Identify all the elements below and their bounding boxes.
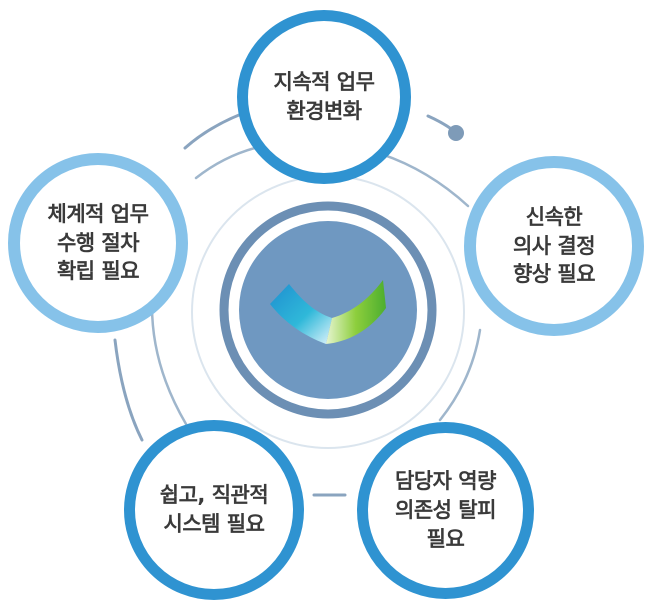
node-left-label: 체계적 업무 수행 절차 확립 필요 bbox=[48, 200, 149, 287]
node-bottom-left-line-2: 시스템 필요 bbox=[163, 512, 265, 536]
node-top-line-1: 지속적 업무 bbox=[273, 70, 375, 95]
node-bottom-right-line-2: 의존성 탈피 bbox=[395, 498, 496, 523]
node-right-line-3: 향상 필요 bbox=[512, 262, 596, 287]
node-right-label: 신속한 의사 결정 향상 필요 bbox=[512, 203, 596, 290]
middle-arc-left bbox=[150, 304, 188, 426]
ring-dot bbox=[448, 125, 464, 141]
node-right: 신속한 의사 결정 향상 필요 bbox=[464, 156, 644, 336]
node-top-line-2: 환경변화 bbox=[286, 99, 362, 123]
node-bottom-right-line-3: 필요 bbox=[426, 526, 465, 551]
node-right-line-1: 신속한 bbox=[525, 204, 583, 229]
core-circle bbox=[239, 221, 417, 399]
outer-arc-left bbox=[113, 338, 144, 442]
node-bottom-left-line-1: 쉽고, 직관적 bbox=[159, 483, 269, 508]
node-bottom-right-line-1: 담당자 역량 bbox=[395, 469, 496, 494]
node-bottom-right-label: 담당자 역량 의존성 탈피 필요 bbox=[395, 467, 496, 554]
node-left-line-3: 확립 필요 bbox=[56, 259, 140, 284]
node-top: 지속적 업무 환경변화 bbox=[237, 10, 411, 184]
middle-arc-right bbox=[438, 328, 482, 422]
node-left: 체계적 업무 수행 절차 확립 필요 bbox=[8, 153, 188, 333]
node-right-line-2: 의사 결정 bbox=[512, 233, 596, 258]
node-bottom-left-label: 쉽고, 직관적 시스템 필요 bbox=[159, 481, 269, 539]
ribbon-logo-icon bbox=[270, 280, 386, 344]
node-bottom-right: 담당자 역량 의존성 탈피 필요 bbox=[357, 422, 534, 599]
node-top-label: 지속적 업무 환경변화 bbox=[274, 68, 375, 126]
node-left-line-2: 수행 절차 bbox=[56, 230, 140, 255]
node-bottom-left: 쉽고, 직관적 시스템 필요 bbox=[124, 420, 304, 600]
node-left-line-1: 체계적 업무 bbox=[47, 201, 149, 226]
